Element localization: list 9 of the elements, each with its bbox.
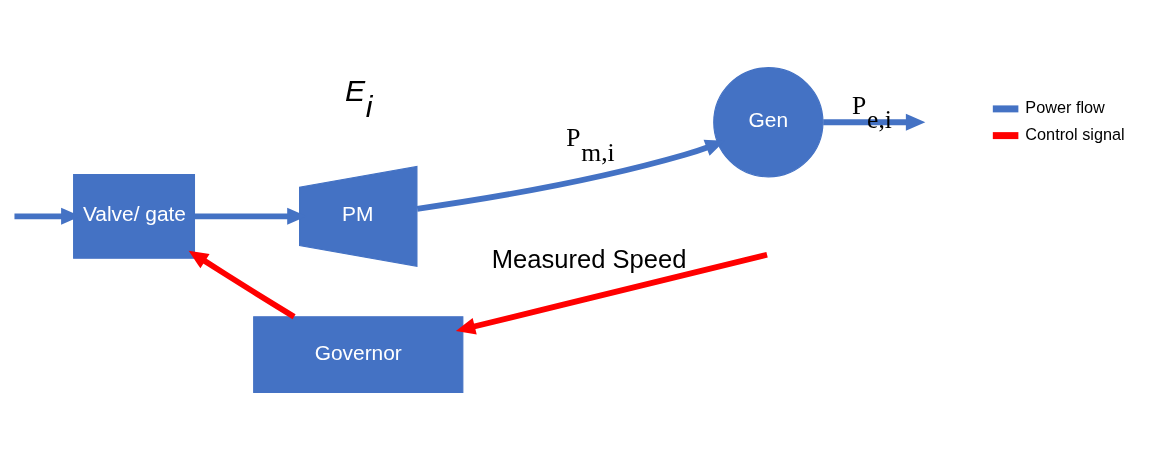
node-box: Valve/ gate bbox=[73, 173, 196, 259]
node-circle: Gen bbox=[713, 67, 824, 178]
legend-label: Power flow bbox=[1025, 98, 1105, 117]
edge-label: Measured Speed bbox=[491, 245, 687, 274]
node-box: Governor bbox=[253, 316, 464, 393]
arrow bbox=[455, 251, 768, 335]
node-box: PM bbox=[299, 165, 418, 267]
arrow bbox=[188, 250, 296, 320]
legend-label: Control signal bbox=[1025, 124, 1125, 143]
